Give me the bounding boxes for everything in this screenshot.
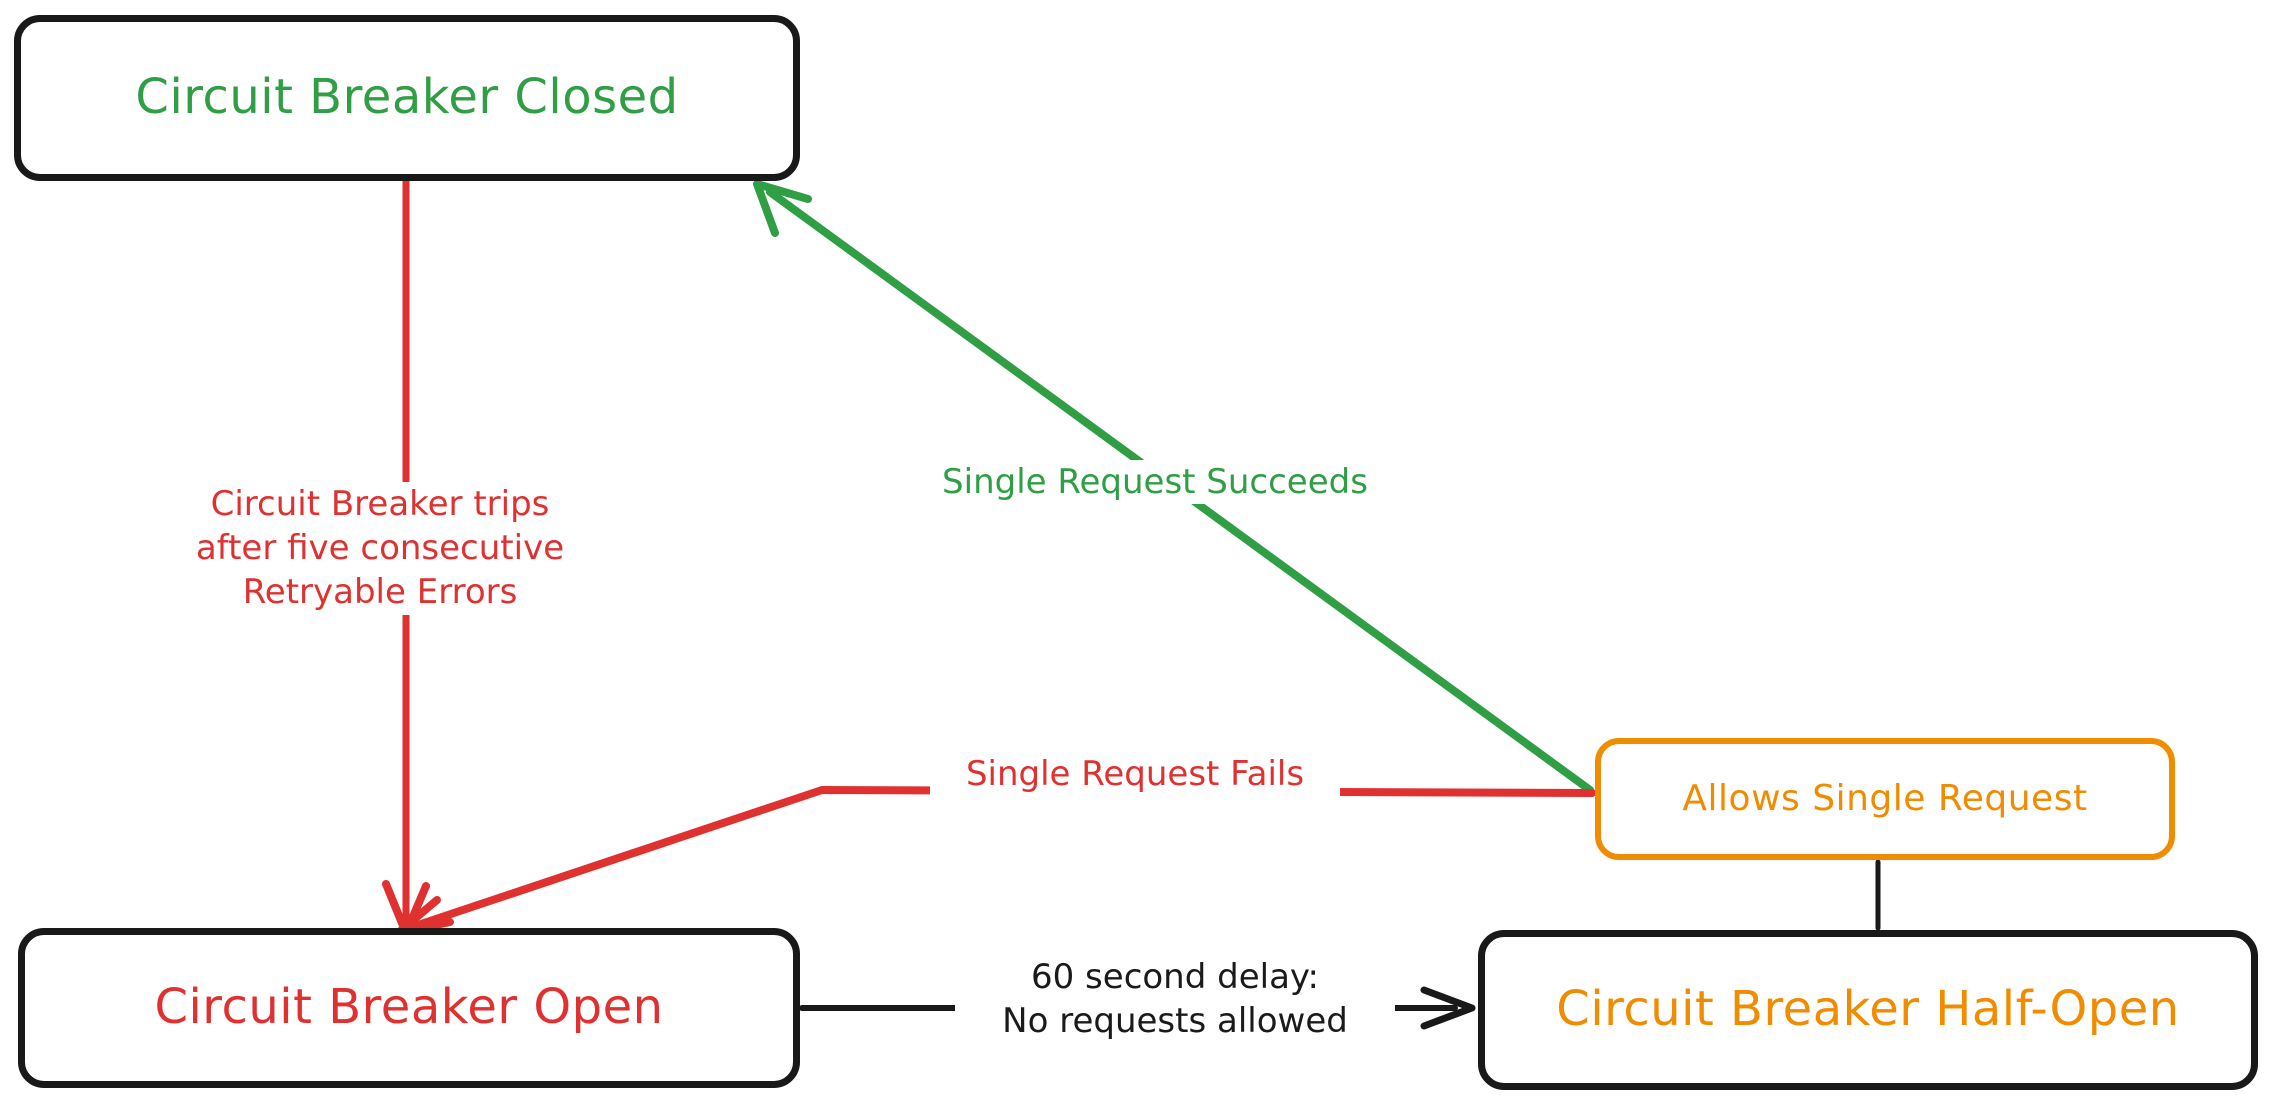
node-label-allows: Allows Single Request xyxy=(1682,778,2088,820)
node-circuit-breaker-open[interactable]: Circuit Breaker Open xyxy=(18,928,800,1088)
edge-label-open-to-half-open: 60 second delay: No requests allowed xyxy=(955,955,1395,1044)
node-label-closed: Circuit Breaker Closed xyxy=(135,69,679,126)
node-label-open: Circuit Breaker Open xyxy=(154,979,664,1036)
node-circuit-breaker-half-open[interactable]: Circuit Breaker Half-Open xyxy=(1478,930,2258,1090)
node-allows-single-request[interactable]: Allows Single Request xyxy=(1595,738,2175,860)
node-circuit-breaker-closed[interactable]: Circuit Breaker Closed xyxy=(14,15,800,181)
edge-label-closed-to-open: Circuit Breaker trips after five consecu… xyxy=(170,482,590,615)
edge-allows-to-open xyxy=(394,786,1596,937)
edge-label-allows-to-open: Single Request Fails xyxy=(930,752,1340,797)
node-label-half-open: Circuit Breaker Half-Open xyxy=(1556,981,2180,1038)
edge-label-allows-to-closed: Single Request Succeeds xyxy=(905,460,1405,505)
